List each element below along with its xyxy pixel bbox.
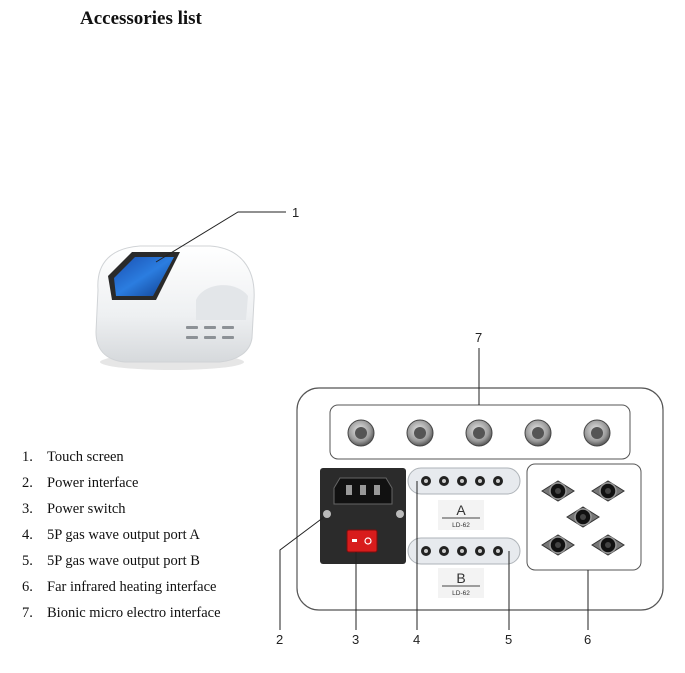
callout-3: 3	[352, 632, 359, 647]
port-a-letter: A	[456, 502, 466, 518]
power-switch	[347, 530, 377, 552]
port-b-code: LD-62	[452, 590, 470, 597]
legend-item: 4.5P gas wave output port A	[22, 525, 221, 551]
port-b-letter: B	[456, 570, 465, 586]
legend-item: 7.Bionic micro electro interface	[22, 603, 221, 629]
callout-7: 7	[475, 330, 482, 345]
accessories-legend: 1.Touch screen 2.Power interface 3.Power…	[22, 447, 221, 629]
callout-1: 1	[292, 205, 299, 220]
legend-item: 2.Power interface	[22, 473, 221, 499]
callout-5: 5	[505, 632, 512, 647]
legend-item: 5.5P gas wave output port B	[22, 551, 221, 577]
legend-item: 6.Far infrared heating interface	[22, 577, 221, 603]
legend-item: 3.Power switch	[22, 499, 221, 525]
callout-4: 4	[413, 632, 420, 647]
power-module	[320, 468, 406, 564]
callout-6: 6	[584, 632, 591, 647]
device-body	[96, 246, 254, 370]
callout-2: 2	[276, 632, 283, 647]
legend-item: 1.Touch screen	[22, 447, 221, 473]
port-a-code: LD-62	[452, 522, 470, 529]
